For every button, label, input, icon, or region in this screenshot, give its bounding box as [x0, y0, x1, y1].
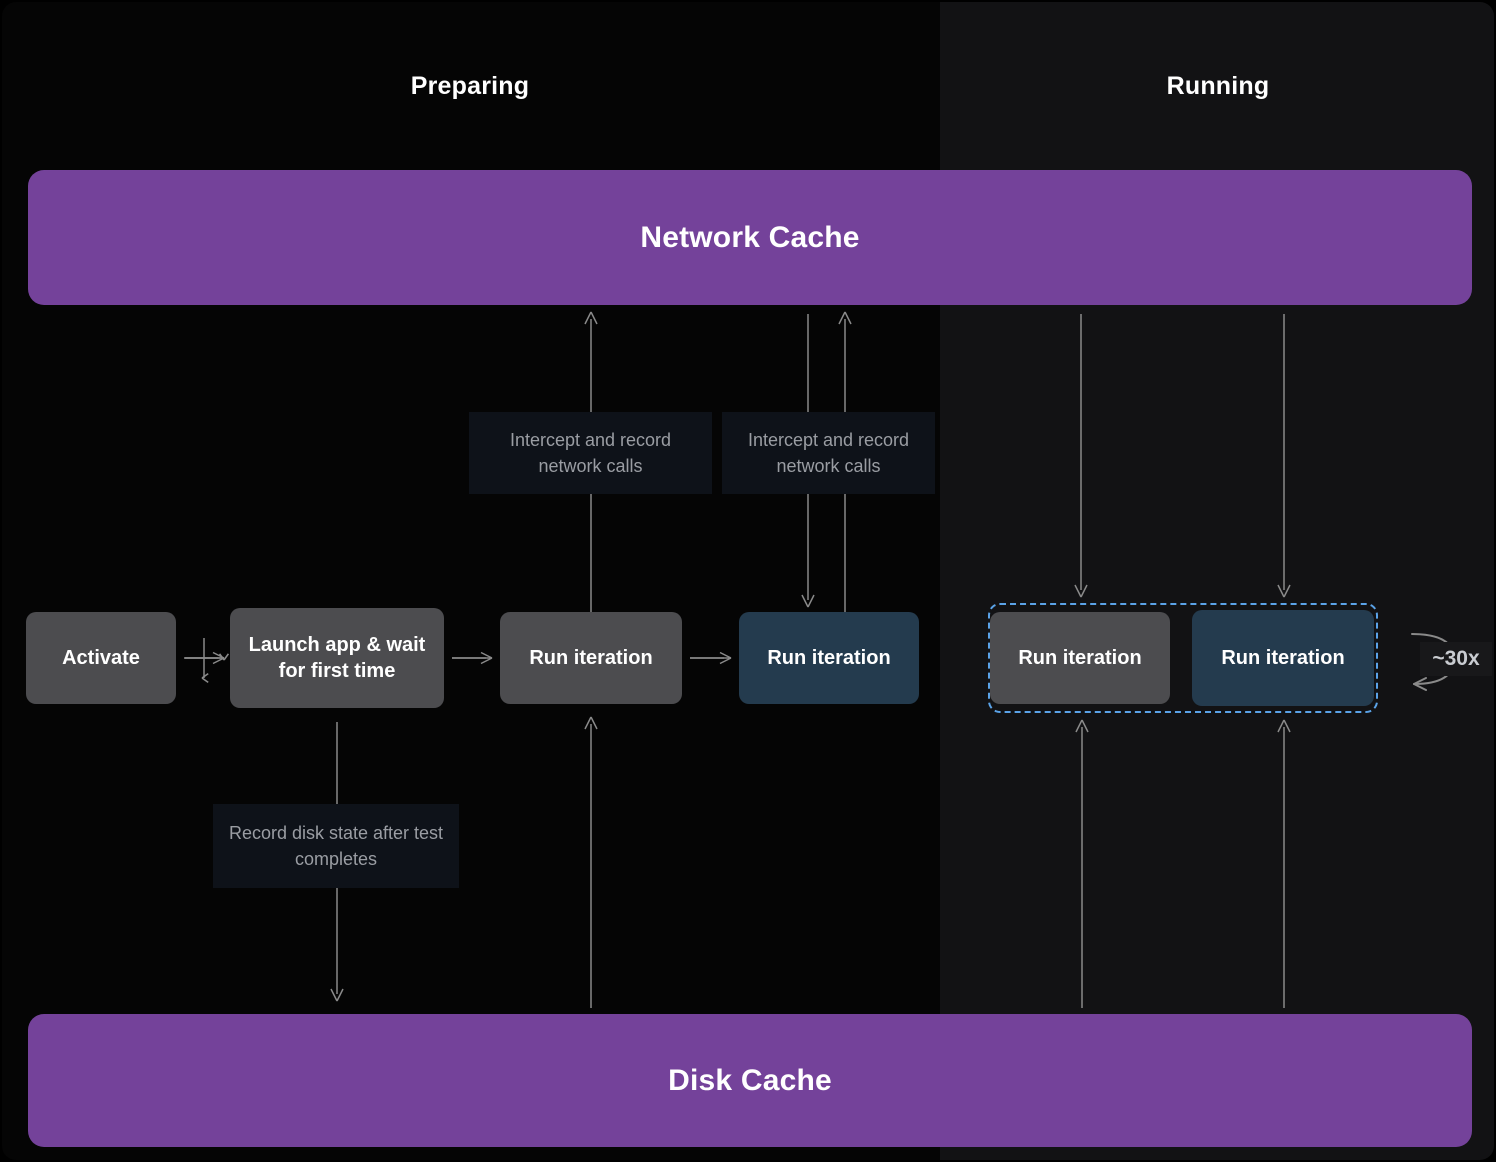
annotation-record-disk-state: Record disk state after test completes: [213, 804, 459, 888]
node-launch-app[interactable]: Launch app & wait for first time: [230, 608, 444, 708]
node-run-iteration-prep-1[interactable]: Run iteration: [500, 612, 682, 704]
node-activate[interactable]: Activate: [26, 612, 176, 704]
annotation-intercept-network-calls-2: Intercept and record network calls: [722, 412, 935, 494]
disk-cache-bar: Disk Cache: [28, 1014, 1472, 1147]
network-cache-bar: Network Cache: [28, 170, 1472, 305]
annotation-intercept-network-calls-1: Intercept and record network calls: [469, 412, 712, 494]
node-run-iteration-running-1[interactable]: Run iteration: [990, 612, 1170, 704]
phase-title-running: Running: [1166, 72, 1270, 100]
node-run-iteration-prep-2[interactable]: Run iteration: [739, 612, 919, 704]
running-loop-group: [988, 603, 1378, 713]
phase-title-preparing: Preparing: [410, 72, 530, 100]
node-run-iteration-running-2[interactable]: Run iteration: [1192, 610, 1374, 706]
loop-count-label: ~30x: [1420, 642, 1492, 676]
